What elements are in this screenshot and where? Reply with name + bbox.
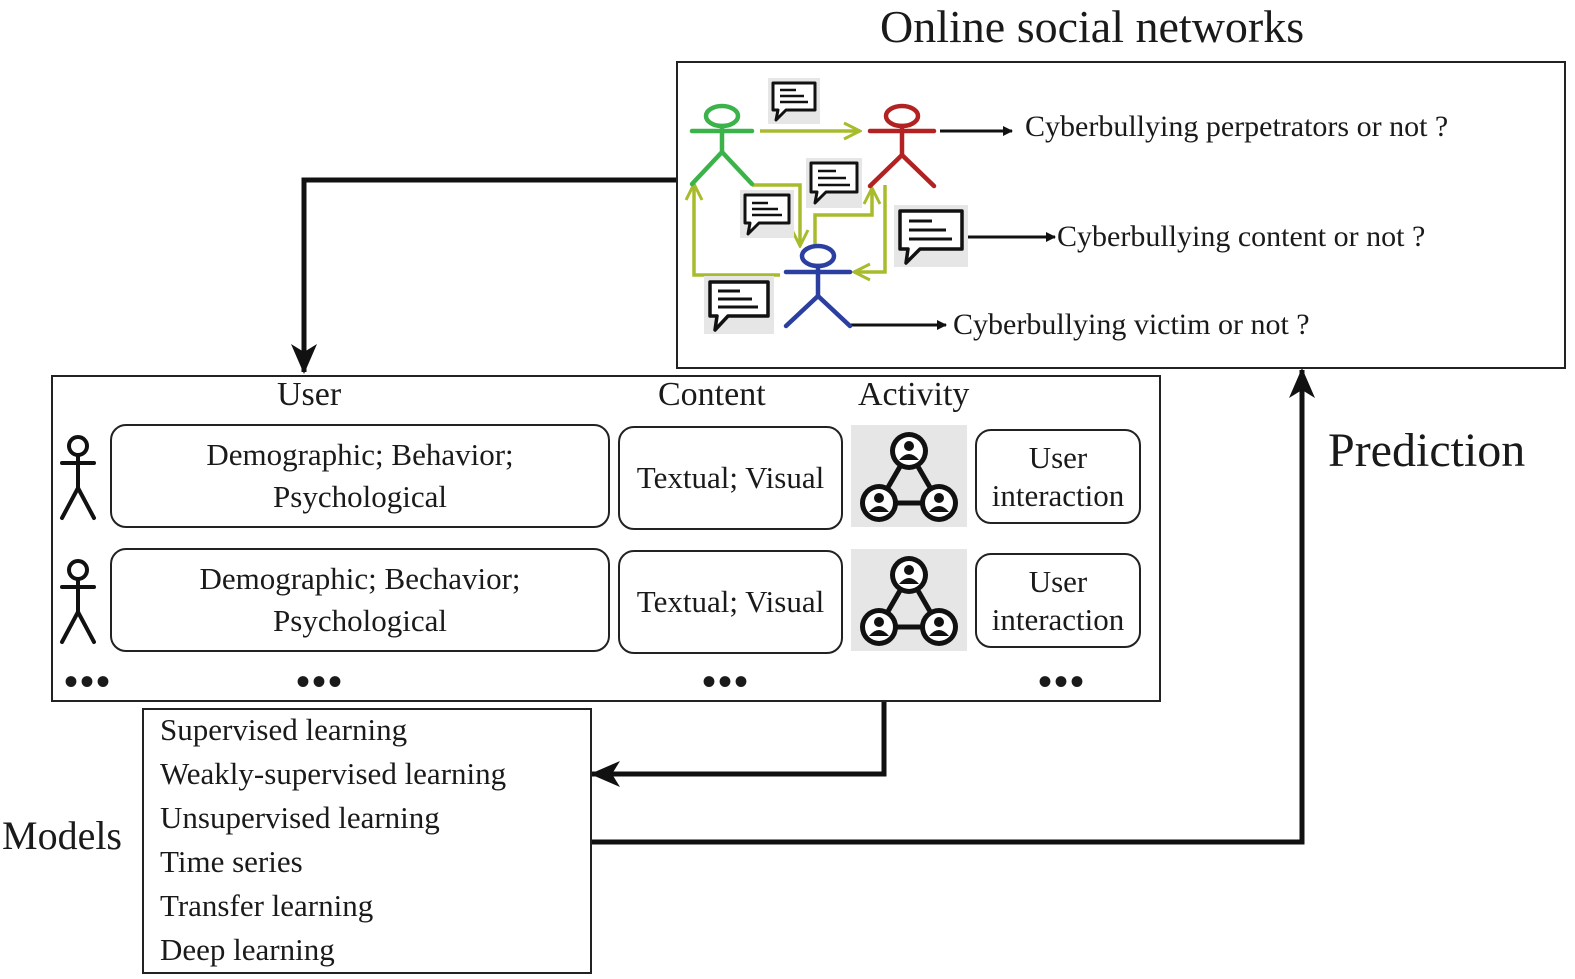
perpetrator-stick-figure-icon	[867, 103, 937, 189]
user-features-cell: Demographic; Behavior; Psychological	[110, 424, 610, 528]
interaction-line2: interaction	[991, 477, 1125, 513]
arrow-features-to-models	[590, 702, 887, 787]
message-flow-arrows	[694, 131, 887, 275]
content-question: Cyberbullying content or not ?	[1057, 220, 1426, 253]
content-features-cell: Textual; Visual	[618, 426, 843, 530]
model-item: Supervised learning	[160, 712, 408, 747]
ellipsis: •••	[1038, 659, 1087, 704]
network-title: Online social networks	[880, 1, 1305, 52]
interaction-line2: interaction	[991, 601, 1125, 637]
model-item: Transfer learning	[160, 888, 374, 923]
user-stick-figure-icon	[689, 103, 755, 187]
interaction-line1: User	[1028, 563, 1088, 599]
models-label: Models	[2, 813, 122, 858]
perpetrator-question: Cyberbullying perpetrators or not ?	[1025, 110, 1449, 143]
stick-figure-icon	[60, 435, 96, 520]
model-item: Deep learning	[160, 932, 335, 967]
header-content: Content	[658, 376, 766, 413]
user-network-icon	[851, 425, 967, 527]
ellipsis: •••	[64, 659, 113, 704]
user-features-line2: Psychological	[273, 479, 447, 514]
model-item: Weakly-supervised learning	[160, 756, 507, 791]
interaction-line1: User	[1028, 439, 1088, 475]
victim-question: Cyberbullying victim or not ?	[953, 308, 1310, 341]
chat-bubble-icon	[894, 205, 968, 267]
user-network-icon	[851, 549, 967, 651]
content-features-label: Textual; Visual	[636, 584, 825, 619]
chat-bubble-icon	[768, 78, 820, 124]
user-features-line2: Psychological	[273, 603, 447, 638]
prediction-label: Prediction	[1328, 424, 1526, 477]
chat-bubble-icon	[806, 158, 862, 208]
ellipsis: •••	[296, 659, 345, 704]
victim-stick-figure-icon	[783, 243, 853, 329]
arrow-network-to-features	[291, 177, 678, 374]
content-features-cell: Textual; Visual	[618, 550, 843, 654]
header-user: User	[277, 376, 342, 413]
user-features-line1: Demographic; Behavior;	[206, 437, 514, 472]
arrow-models-to-prediction	[592, 368, 1315, 845]
model-item: Time series	[160, 844, 303, 879]
chat-bubble-icon	[740, 190, 794, 238]
chat-bubble-icon	[704, 276, 774, 334]
models-box: Supervised learning Weakly-supervised le…	[142, 708, 592, 974]
model-item: Unsupervised learning	[160, 800, 440, 835]
feature-box	[51, 375, 1161, 702]
header-activity: Activity	[858, 376, 970, 413]
content-features-label: Textual; Visual	[636, 460, 825, 495]
network-box	[676, 61, 1566, 369]
user-features-cell: Demographic; Bechavior; Psychological	[110, 548, 610, 652]
stick-figure-icon	[60, 559, 96, 644]
user-features-line1: Demographic; Bechavior;	[199, 561, 521, 596]
ellipsis: •••	[702, 659, 751, 704]
